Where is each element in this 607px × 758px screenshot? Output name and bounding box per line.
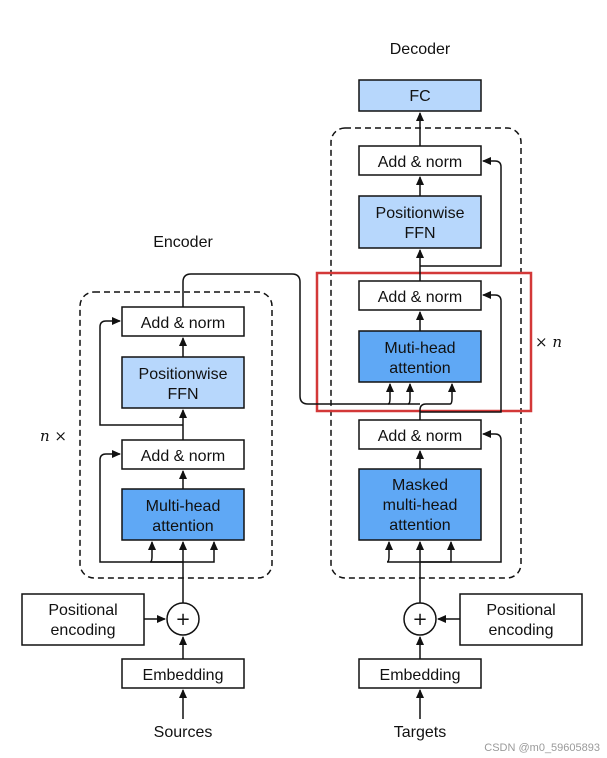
decoder-targets-label: Targets [394, 724, 446, 741]
decoder-embedding-box [358, 658, 482, 689]
decoder-masked-label-2: multi-head [383, 497, 458, 514]
encoder-add-norm-1-box [121, 439, 245, 470]
encoder-add-norm-1-label: Add & norm [141, 448, 225, 465]
watermark: CSDN @m0_59605893 [484, 742, 600, 754]
encoder-embedding-box [121, 658, 245, 689]
decoder-title: Decoder [390, 41, 451, 58]
encoder-ffn-label-2: FFN [167, 386, 198, 403]
decoder-attention-label-2: attention [389, 360, 450, 377]
decoder-ffn-label-2: FFN [404, 225, 435, 242]
encoder-positional-box [21, 593, 145, 646]
encoder-add-norm-2-box [121, 306, 245, 337]
decoder-connectors [385, 112, 502, 719]
decoder-positional-label-2: encoding [489, 622, 554, 639]
decoder-masked-label-3: attention [389, 517, 450, 534]
decoder-ffn-box [358, 195, 482, 249]
decoder-repeat-label: × n [535, 333, 562, 351]
decoder-fc-label: FC [409, 88, 430, 105]
decoder-add-norm-2-label: Add & norm [378, 289, 462, 306]
encoder-ffn-label-1: Positionwise [139, 366, 228, 383]
decoder-attention-label-1: Muti-head [384, 340, 455, 357]
encoder-embedding-label: Embedding [143, 667, 224, 684]
decoder-attention-box [358, 330, 482, 383]
decoder-add-norm-3-label: Add & norm [378, 154, 462, 171]
decoder-add-norm-1-box [358, 419, 482, 450]
decoder-masked-attention-box [358, 468, 482, 541]
encoder-connectors [99, 273, 420, 719]
decoder-positional-label-1: Positional [486, 602, 555, 619]
encoder-positional-label-1: Positional [48, 602, 117, 619]
encoder-title: Encoder [153, 234, 213, 251]
encoder-repeat-label: n × [40, 427, 67, 445]
decoder-fc-box [358, 79, 482, 112]
encoder-attention-label-1: Multi-head [146, 498, 221, 515]
encoder-layer-container [79, 291, 273, 579]
encoder-plus-icon: + [175, 609, 190, 630]
decoder-add-norm-1-label: Add & norm [378, 428, 462, 445]
encoder-sources-label: Sources [154, 724, 213, 741]
decoder-embedding-label: Embedding [380, 667, 461, 684]
decoder-layer-container [330, 127, 522, 579]
encoder-add-norm-2-label: Add & norm [141, 315, 225, 332]
cross-attention-highlight [315, 271, 533, 413]
encoder-attention-label-2: attention [152, 518, 213, 535]
decoder-positional-box [459, 593, 583, 646]
encoder-ffn-box [121, 356, 245, 409]
decoder-add-norm-3-box [358, 145, 482, 176]
encoder-positional-label-2: encoding [51, 622, 116, 639]
decoder-masked-label-1: Masked [392, 477, 448, 494]
decoder-plus-icon: + [412, 609, 427, 630]
decoder-ffn-label-1: Positionwise [376, 205, 465, 222]
